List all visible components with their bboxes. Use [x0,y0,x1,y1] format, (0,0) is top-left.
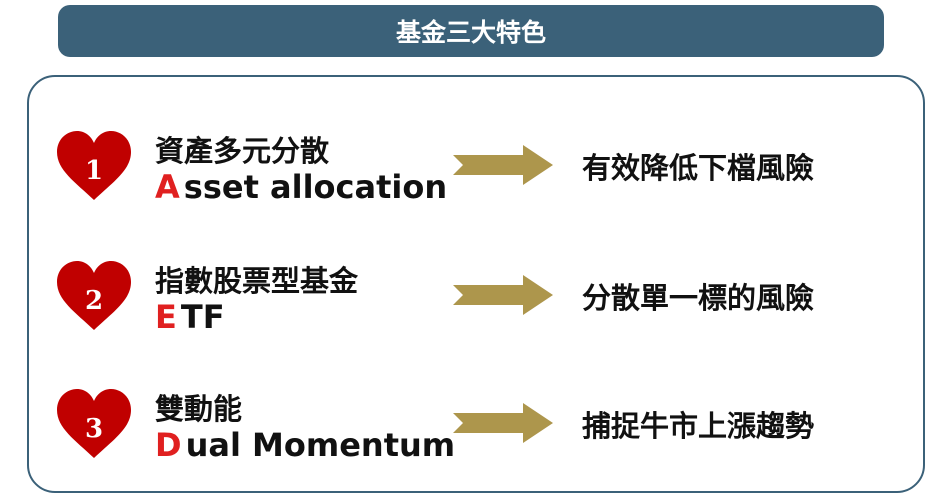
arrow-right-icon [453,275,553,315]
feature-number: 1 [84,156,104,186]
feature-title: 資產多元分散 [155,134,330,168]
arrow-right-icon [453,403,553,443]
heart-icon: 1 [55,130,133,202]
heart-icon: 2 [55,260,133,332]
feature-title: 指數股票型基金 [155,264,359,298]
subtitle-rest: ual Momentum [185,426,456,464]
header-banner: 基金三大特色 [58,5,884,57]
subtitle-initial: D [155,426,182,464]
feature-result: 分散單一標的風險 [582,281,815,315]
feature-number: 3 [84,414,104,444]
feature-number: 2 [84,286,104,316]
subtitle-initial: E [155,298,177,336]
feature-result: 捕捉牛市上漲趨勢 [582,409,815,443]
subtitle-rest: sset allocation [183,168,448,206]
subtitle-initial: A [155,168,180,206]
feature-result: 有效降低下檔風險 [582,151,815,185]
feature-title: 雙動能 [155,392,243,426]
header-title: 基金三大特色 [395,18,546,47]
heart-icon: 3 [55,388,133,460]
features-panel [27,75,925,493]
arrow-right-icon [453,145,553,185]
subtitle-rest: TF [180,298,225,336]
